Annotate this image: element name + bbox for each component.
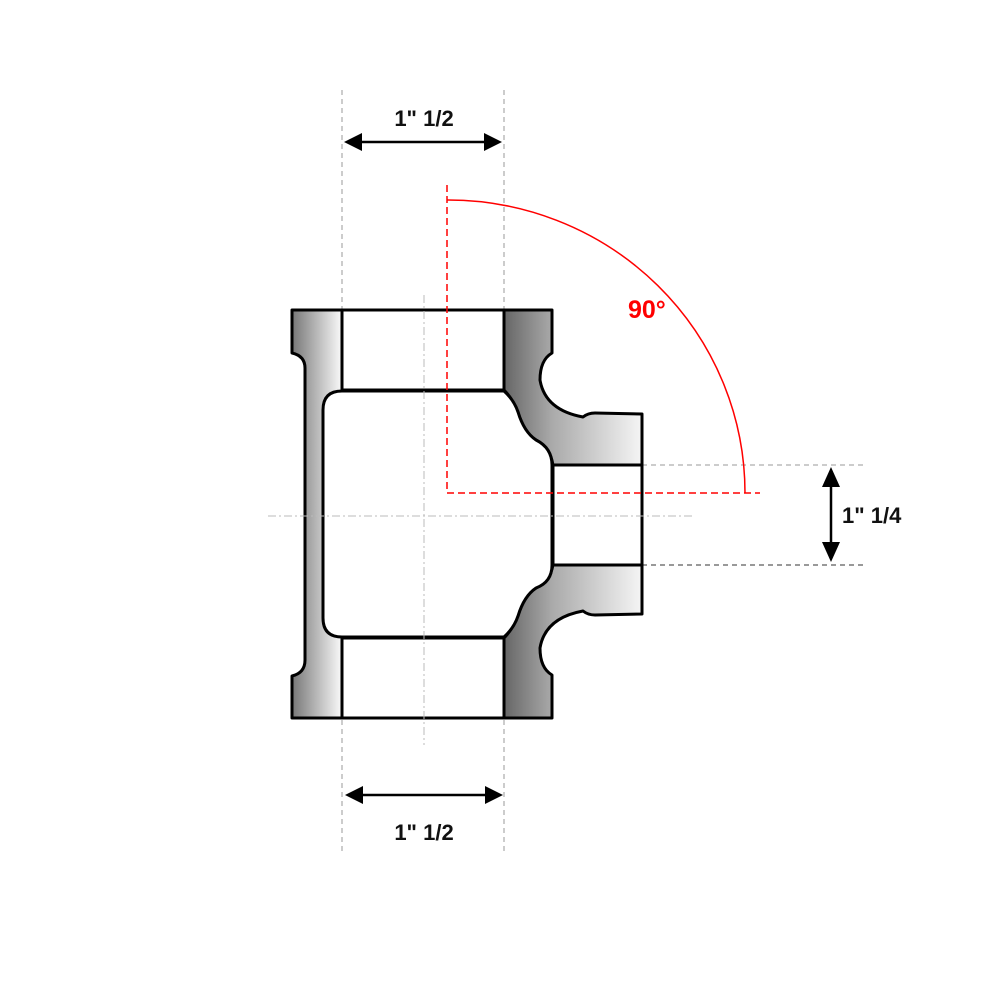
top-dimension-arrow	[344, 133, 502, 151]
inner-cavity	[321, 389, 554, 639]
centerlines	[268, 295, 692, 745]
branch-dimension-label: 1" 1/4	[842, 503, 902, 528]
bottom-dimension-arrow	[345, 786, 503, 804]
angle-marker	[446, 185, 760, 494]
top-dimension-label: 1" 1/2	[394, 106, 453, 131]
top-port	[340, 308, 506, 392]
angle-label: 90°	[628, 296, 666, 324]
branch-port	[551, 463, 644, 567]
bottom-dimension-label: 1" 1/2	[394, 820, 453, 845]
bottom-port	[340, 636, 506, 720]
dimension-arrows	[344, 133, 840, 804]
tee-body	[290, 308, 644, 720]
branch-dimension-arrow	[822, 467, 840, 562]
angle-arc	[446, 199, 746, 494]
